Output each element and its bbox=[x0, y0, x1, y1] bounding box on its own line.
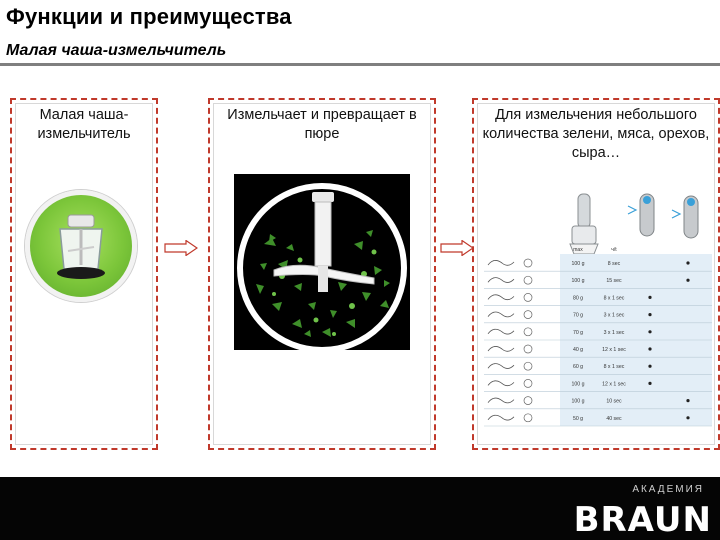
usage-speed-dot bbox=[648, 330, 652, 334]
usage-time: 40 sec bbox=[606, 416, 622, 422]
food-icon bbox=[487, 397, 515, 404]
usage-speed-dot bbox=[686, 278, 690, 282]
usage-speed-dot bbox=[686, 399, 690, 403]
food-icon bbox=[523, 413, 533, 423]
food-icon bbox=[523, 275, 533, 285]
usage-qty: 100 g bbox=[572, 399, 585, 405]
usage-speed-dot bbox=[686, 416, 690, 420]
usage-time: 12 x 1 sec bbox=[602, 347, 626, 353]
food-icon bbox=[487, 260, 515, 266]
press-button-hand-icon bbox=[627, 193, 699, 239]
usage-qty: 100 g bbox=[572, 261, 585, 267]
usage-speed-dot bbox=[648, 313, 652, 317]
panel-inner bbox=[477, 103, 715, 445]
food-icon bbox=[523, 344, 533, 354]
usage-speed-dot bbox=[648, 381, 652, 385]
food-icon bbox=[523, 379, 533, 388]
title-rule bbox=[0, 63, 720, 66]
usage-speed-dot bbox=[648, 295, 652, 299]
panel-usage-text: Для измельчения небольшого количества зе… bbox=[482, 107, 710, 161]
usage-qty: 50 g bbox=[573, 416, 583, 422]
bowl-photo bbox=[25, 190, 137, 302]
usage-time: 15 sec bbox=[606, 278, 622, 284]
slide-subtitle: Малая чаша-измельчитель bbox=[6, 42, 227, 59]
food-icon bbox=[487, 363, 515, 369]
panel-function-text: Измельчает и превращает в пюре bbox=[227, 107, 417, 142]
usage-header-time: ч/t bbox=[611, 247, 617, 253]
usage-header-qty: max bbox=[573, 247, 583, 253]
panel-inner bbox=[15, 103, 153, 445]
usage-qty: 70 g bbox=[573, 313, 583, 319]
food-icon bbox=[487, 311, 515, 318]
blade-chopping-herbs-icon bbox=[234, 174, 410, 350]
food-icon bbox=[523, 310, 533, 319]
food-icon bbox=[487, 380, 515, 387]
usage-table-graphic: max ч/t 100 g 8 sec 100 g 15 sec 80 g 8 x 1 sec… bbox=[484, 193, 712, 427]
food-icon bbox=[523, 327, 533, 337]
food-icon bbox=[487, 294, 515, 301]
usage-time: 3 x 1 sec bbox=[604, 330, 625, 336]
usage-time: 12 x 1 sec bbox=[602, 381, 626, 387]
usage-time: 8 sec bbox=[608, 261, 621, 267]
usage-speed-dot bbox=[648, 364, 652, 368]
braun-logo: BRAUN bbox=[573, 500, 712, 540]
footer-bar bbox=[0, 477, 720, 540]
chopping-photo bbox=[234, 174, 410, 350]
usage-qty: 100 g bbox=[572, 278, 585, 284]
food-icon bbox=[487, 328, 515, 335]
panel-bowl-text: Малая чаша-измельчитель bbox=[37, 107, 131, 142]
usage-qty: 80 g bbox=[573, 295, 583, 301]
usage-speed-dot bbox=[648, 347, 652, 351]
usage-time: 8 x 1 sec bbox=[604, 364, 625, 370]
food-icon bbox=[487, 346, 515, 352]
hand-blender-icon bbox=[569, 193, 599, 255]
food-icon bbox=[523, 361, 533, 371]
arrow-right-icon bbox=[440, 240, 474, 256]
usage-qty: 70 g bbox=[573, 330, 583, 336]
panel-inner bbox=[213, 103, 431, 445]
usage-qty: 40 g bbox=[573, 347, 583, 353]
usage-time: 10 sec bbox=[606, 399, 622, 405]
chopper-bowl-icon bbox=[57, 214, 105, 279]
food-icon bbox=[487, 277, 515, 283]
food-icon bbox=[523, 258, 533, 268]
slide-title: Функции и преимущества bbox=[6, 4, 292, 29]
food-icon bbox=[523, 396, 533, 405]
food-icon bbox=[487, 414, 515, 421]
usage-qty: 60 g bbox=[573, 364, 583, 370]
usage-time: 3 x 1 sec bbox=[604, 313, 625, 319]
usage-time: 8 x 1 sec bbox=[604, 295, 625, 301]
food-icon bbox=[523, 293, 533, 302]
usage-chart: max ч/t 100 g 8 sec 100 g 15 sec 80 g 8 x 1 sec… bbox=[484, 184, 716, 430]
arrow-right-icon bbox=[164, 240, 198, 256]
usage-qty: 100 g bbox=[572, 381, 585, 387]
usage-speed-dot bbox=[686, 261, 690, 265]
footer-academy: АКАДЕМИЯ bbox=[632, 484, 704, 495]
